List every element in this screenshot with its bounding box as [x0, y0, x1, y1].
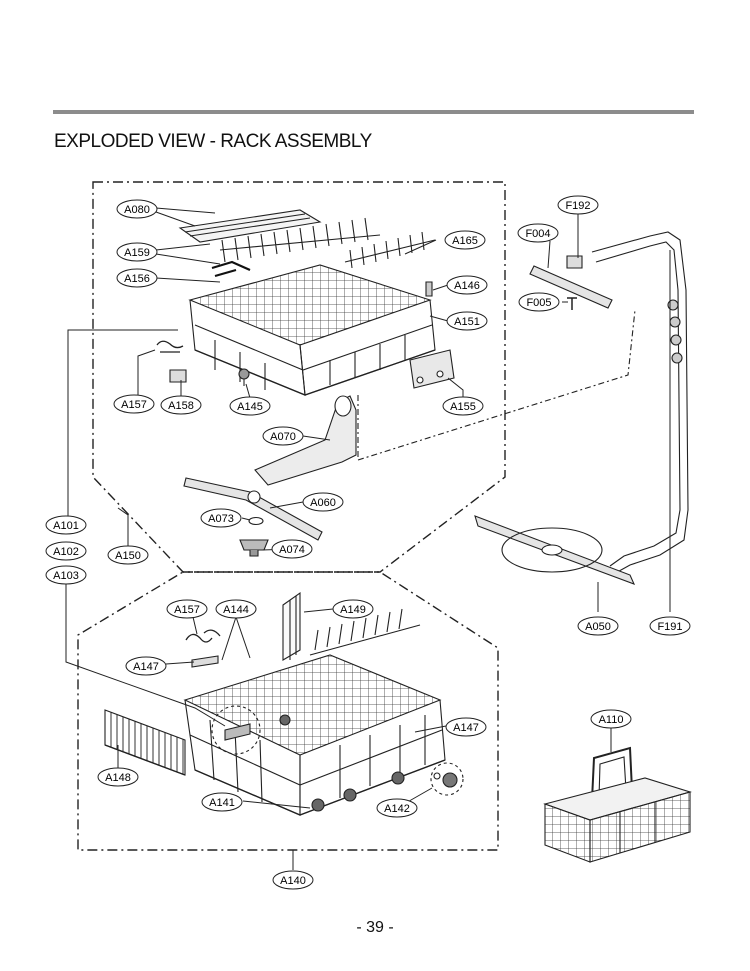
leader-lines [65, 207, 671, 870]
callout-label: A074 [279, 544, 305, 556]
callout-label: F192 [565, 200, 590, 212]
callout-label: A102 [53, 546, 79, 558]
header-rule [53, 110, 694, 114]
callout-A050: A050 [577, 616, 619, 636]
page-number: - 39 - [356, 919, 394, 936]
callout-A148: A148 [97, 767, 139, 787]
callout-label: A147 [453, 722, 479, 734]
silverware-basket-drawing [543, 746, 692, 863]
callout-F192: F192 [557, 195, 599, 215]
callout-A141: A141 [201, 792, 243, 812]
callout-A159: A159 [116, 242, 158, 262]
callout-label: A144 [223, 604, 249, 616]
callout-A142: A142 [376, 798, 418, 818]
callout-A080: A080 [116, 199, 158, 219]
lower-rack-drawing [104, 591, 464, 816]
callout-label: A155 [450, 401, 476, 413]
callout-F191: F191 [649, 616, 691, 636]
callout-A101: A101 [45, 515, 87, 535]
callout-A158: A158 [160, 395, 202, 415]
callout-A103: A103 [45, 565, 87, 585]
callout-label: A156 [124, 273, 150, 285]
upper-rack-drawing [156, 209, 455, 557]
callout-A147-right: A147 [445, 717, 487, 737]
callout-A157-upper: A157 [113, 394, 155, 414]
callout-label: A101 [53, 520, 79, 532]
callout-A150: A150 [107, 545, 149, 565]
callout-label: A157 [174, 604, 200, 616]
callout-label: A151 [454, 316, 480, 328]
callout-label: A147 [133, 661, 159, 673]
callout-label: A142 [384, 803, 410, 815]
callout-label: F005 [526, 297, 551, 309]
callout-label: A149 [340, 604, 366, 616]
callout-A074: A074 [271, 539, 313, 559]
callout-A155: A155 [442, 396, 484, 416]
callout-F005: F005 [518, 292, 560, 312]
callout-label: A141 [209, 797, 235, 809]
callout-A140: A140 [272, 870, 314, 890]
page-title: EXPLODED VIEW - RACK ASSEMBLY [54, 131, 372, 152]
callout-A144: A144 [215, 599, 257, 619]
upper-rack-boundary [92, 181, 506, 573]
callout-label: A140 [280, 875, 306, 887]
callout-A151: A151 [446, 311, 488, 331]
water-supply-drawing [357, 231, 689, 585]
callout-label: A165 [452, 235, 478, 247]
callout-label: A073 [208, 513, 234, 525]
callout-label: A103 [53, 570, 79, 582]
callout-A147-left: A147 [125, 656, 167, 676]
callout-A145: A145 [229, 396, 271, 416]
callout-label: F191 [657, 621, 682, 633]
callout-A110: A110 [590, 709, 632, 729]
callout-F004: F004 [517, 223, 559, 243]
callout-A146: A146 [446, 275, 488, 295]
callout-label: A070 [270, 431, 296, 443]
callout-label: A145 [237, 401, 263, 413]
callout-label: A146 [454, 280, 480, 292]
callout-label: A080 [124, 204, 150, 216]
callout-A073: A073 [200, 508, 242, 528]
callout-A060: A060 [302, 492, 344, 512]
callout-A102: A102 [45, 541, 87, 561]
callout-label: A050 [585, 621, 611, 633]
callout-label: A148 [105, 772, 131, 784]
callout-A165: A165 [444, 230, 486, 250]
callout-A157-lower: A157 [166, 599, 208, 619]
callout-label: A158 [168, 400, 194, 412]
lower-rack-boundary [77, 571, 499, 851]
callout-label: F004 [525, 228, 550, 240]
callout-A070: A070 [262, 426, 304, 446]
callout-label: A157 [121, 399, 147, 411]
callout-label: A150 [115, 550, 141, 562]
callout-label: A060 [310, 497, 336, 509]
callout-label: A159 [124, 247, 150, 259]
callout-A156: A156 [116, 268, 158, 288]
callout-A149: A149 [332, 599, 374, 619]
callout-label: A110 [599, 714, 624, 726]
